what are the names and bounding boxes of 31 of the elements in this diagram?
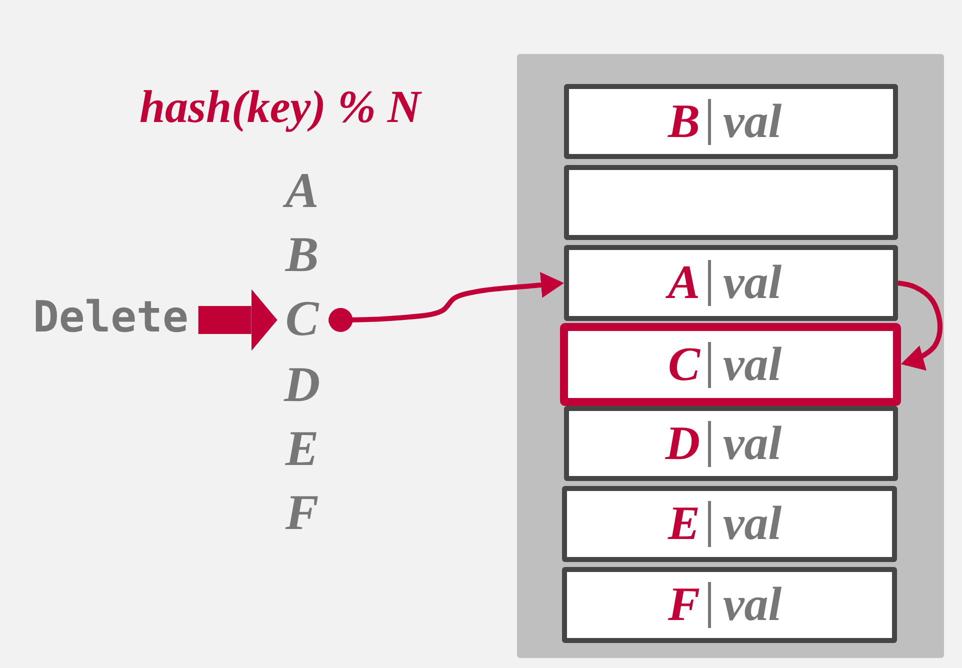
key-label: B [285,229,319,279]
key-label: F [285,487,319,537]
table-slot [564,406,898,481]
key-label: D [284,359,320,409]
key-text: F [668,581,700,629]
table-slot [564,245,898,321]
key-text: C [668,340,700,388]
table-slot [564,84,898,159]
value-text: val [723,420,782,468]
pointer-arrow [328,272,564,332]
table-slot [560,323,901,406]
key-label: C [285,293,319,343]
block-arrow [198,289,278,351]
value-text: val [723,581,782,629]
key-label: E [285,423,319,473]
key-text: B [668,98,700,146]
formula-label: hash(key) % N [139,84,421,130]
value-text: val [723,500,782,548]
table-slot [562,486,897,562]
key-text: E [668,500,700,548]
table-slot [562,567,897,643]
value-text: val [723,340,782,388]
key-text: D [665,420,700,468]
operation-label: Delete [33,296,188,340]
curved-arrow [898,280,943,370]
key-text: A [668,259,700,307]
empty-slot [564,165,898,240]
key-label: A [285,165,319,215]
value-text: val [723,98,782,146]
hash-table-panel [517,54,944,658]
value-text: val [723,259,782,307]
